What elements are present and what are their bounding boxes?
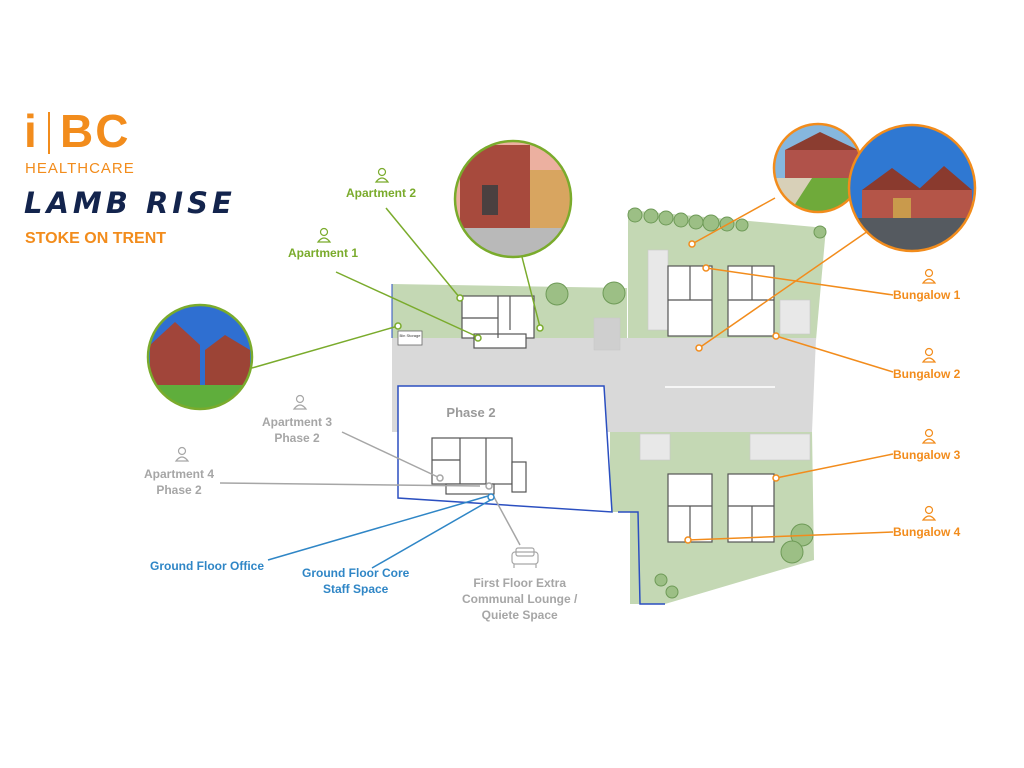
photo-bungalow-garden xyxy=(774,124,862,212)
tree xyxy=(602,281,626,305)
person-icon xyxy=(921,505,937,521)
label-apartment-4-line1: Apartment 4 xyxy=(144,467,215,481)
label-apartment-4-line2: Phase 2 xyxy=(156,483,202,497)
person-icon xyxy=(921,428,937,444)
label-apartment-2: Apartment 2 xyxy=(346,186,417,200)
tree xyxy=(735,218,749,232)
person-icon xyxy=(316,227,332,243)
logo-letter-i: i xyxy=(24,105,37,157)
person-icon xyxy=(921,268,937,284)
label-apartment-3-line2: Phase 2 xyxy=(274,431,320,445)
label-bungalow-1: Bungalow 1 xyxy=(893,288,961,302)
tree xyxy=(627,207,643,223)
label-apartment-1: Apartment 1 xyxy=(288,246,359,260)
label-core-staff-line1: Ground Floor Core xyxy=(302,566,410,580)
tree xyxy=(688,214,704,230)
label-core-staff-space: Ground Floor Core Staff Space xyxy=(302,565,409,597)
photo-bungalow-front xyxy=(849,125,975,251)
label-bungalow-3: Bungalow 3 xyxy=(893,448,961,462)
tree xyxy=(658,210,674,226)
person-icon xyxy=(374,167,390,183)
page-subtitle: STOKE ON TRENT xyxy=(25,230,167,247)
blue-boundary xyxy=(618,511,665,605)
label-apartment-3-line1: Apartment 3 xyxy=(262,415,333,429)
label-lounge-line3: Quiete Space xyxy=(481,608,558,622)
sofa-icon xyxy=(511,547,539,568)
label-ground-floor-office: Ground Floor Office xyxy=(150,559,264,573)
tree xyxy=(654,573,668,587)
phase-2-label: Phase 2 xyxy=(446,405,495,420)
tree xyxy=(665,585,679,599)
bin-storage-label: Bin Storage xyxy=(400,333,422,338)
label-bungalow-4: Bungalow 4 xyxy=(893,525,961,539)
tree xyxy=(813,225,827,239)
bungalow-4-floorplan xyxy=(727,473,775,543)
label-apartment-4: Apartment 4 Phase 2 xyxy=(144,466,214,498)
logo-divider xyxy=(48,112,50,154)
person-icon xyxy=(292,394,308,410)
tree xyxy=(545,282,569,306)
label-lounge-line1: First Floor Extra xyxy=(473,576,567,590)
logo-healthcare: HEALTHCARE xyxy=(25,160,135,177)
tree xyxy=(702,214,720,232)
label-core-staff-line2: Staff Space xyxy=(322,582,389,596)
tree xyxy=(643,208,659,224)
phase-2-floorplan xyxy=(431,437,513,485)
tree xyxy=(780,540,804,564)
label-communal-lounge: First Floor Extra Communal Lounge / Quie… xyxy=(462,575,577,623)
tree xyxy=(673,212,689,228)
person-icon xyxy=(174,446,190,462)
label-apartment-3: Apartment 3 Phase 2 xyxy=(262,414,332,446)
page-title: LAMB RISE xyxy=(24,186,236,220)
label-lounge-line2: Communal Lounge / xyxy=(462,592,578,606)
label-bungalow-2: Bungalow 2 xyxy=(893,367,961,381)
logo-letters-bc: BC xyxy=(60,105,131,157)
person-icon xyxy=(921,347,937,363)
